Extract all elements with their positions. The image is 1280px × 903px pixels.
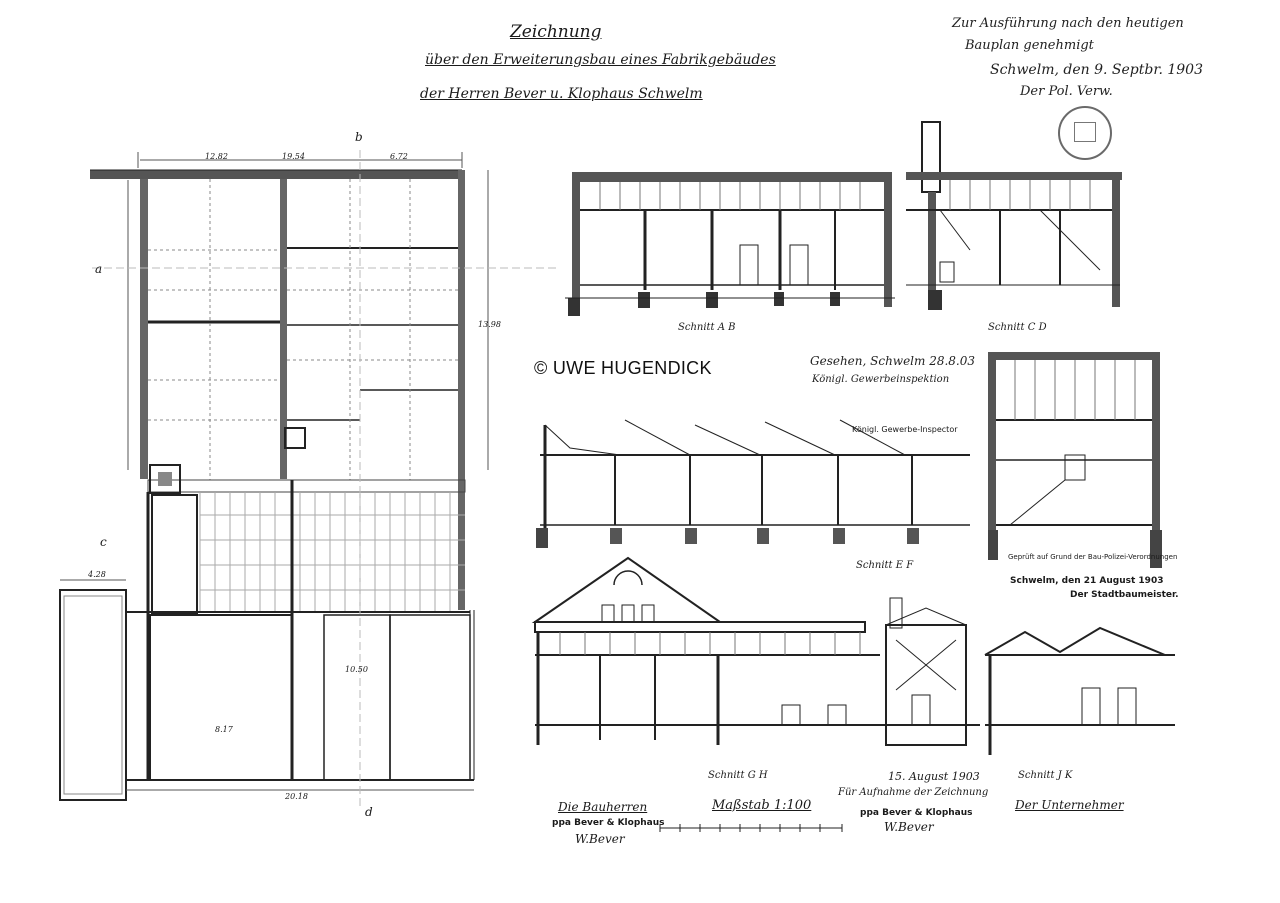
dimension-room-depth: 10.50 [345, 665, 368, 674]
footer-signature-2: W.Bever [884, 820, 934, 834]
dimension-right-depth: 13.98 [478, 320, 501, 329]
footer-scale: Maßstab 1:100 [712, 798, 812, 813]
section-cd [906, 121, 1122, 310]
dimension-lower-width: 20.18 [285, 792, 308, 801]
footer-bauherr-signature: W.Bever [575, 832, 625, 846]
police-check-line-3: Der Stadtbaumeister. [1070, 590, 1179, 600]
plan-marker-d: d [365, 805, 373, 819]
copyright-watermark: © UWE HUGENDICK [534, 358, 712, 378]
section-ab [565, 172, 895, 316]
plan-marker-c: c [100, 535, 107, 549]
dimension-room-width: 8.17 [215, 725, 233, 734]
footer-date: 15. August 1903 [888, 770, 980, 783]
section-cd-label: Schnitt C D [988, 322, 1047, 333]
section-ab-label: Schnitt A B [678, 322, 736, 333]
document-title: Zeichnung [510, 22, 602, 42]
gewerbe-note-line-2: Königl. Gewerbeinspektion [812, 374, 950, 385]
footer-unternehmer-label: Der Unternehmer [1015, 798, 1124, 812]
approval-line-1: Zur Ausführung nach den heutigen [952, 16, 1184, 31]
section-bottom-row [531, 556, 1175, 755]
dimension-annex-width: 4.28 [88, 570, 106, 579]
footer-firm-2: ppa Bever & Klophaus [860, 808, 973, 818]
police-check-line-1: Geprüft auf Grund der Bau-Polizei-Verord… [1008, 553, 1178, 561]
section-ik-label: Schnitt J K [1018, 770, 1073, 781]
official-seal [1058, 106, 1112, 160]
document-subtitle: über den Erweiterungsbau eines Fabrikgeb… [425, 52, 776, 68]
footer-note: Für Aufnahme der Zeichnung [838, 787, 989, 798]
dimension-left-width: 12.82 [205, 152, 228, 161]
police-check-line-2: Schwelm, den 21 August 1903 [1010, 576, 1164, 586]
dimension-overall-width: 19.54 [282, 152, 305, 161]
gewerbe-note-line-1: Gesehen, Schwelm 28.8.03 [810, 354, 976, 368]
section-gh-label: Schnitt G H [708, 770, 768, 781]
plan-marker-a: a [95, 262, 103, 276]
section-gh [988, 352, 1162, 568]
approval-line-3: Schwelm, den 9. Septbr. 1903 [990, 62, 1204, 78]
section-ef-label: Schnitt E F [856, 560, 914, 571]
dimension-right-width: 6.72 [390, 152, 408, 161]
document-client: der Herren Bever u. Klophaus Schwelm [420, 86, 703, 102]
gewerbe-note-line-3: Königl. Gewerbe-Inspector [852, 425, 958, 434]
approval-line-2: Bauplan genehmigt [965, 38, 1094, 53]
footer-bauherr-label: Die Bauherren [558, 800, 648, 814]
scale-bar [659, 824, 843, 832]
approval-line-4: Der Pol. Verw. [1020, 84, 1113, 99]
plan-marker-b: b [355, 130, 363, 144]
section-ef [536, 419, 970, 548]
footer-bauherr-firm: ppa Bever & Klophaus [552, 818, 665, 828]
floor-plan [59, 150, 560, 810]
